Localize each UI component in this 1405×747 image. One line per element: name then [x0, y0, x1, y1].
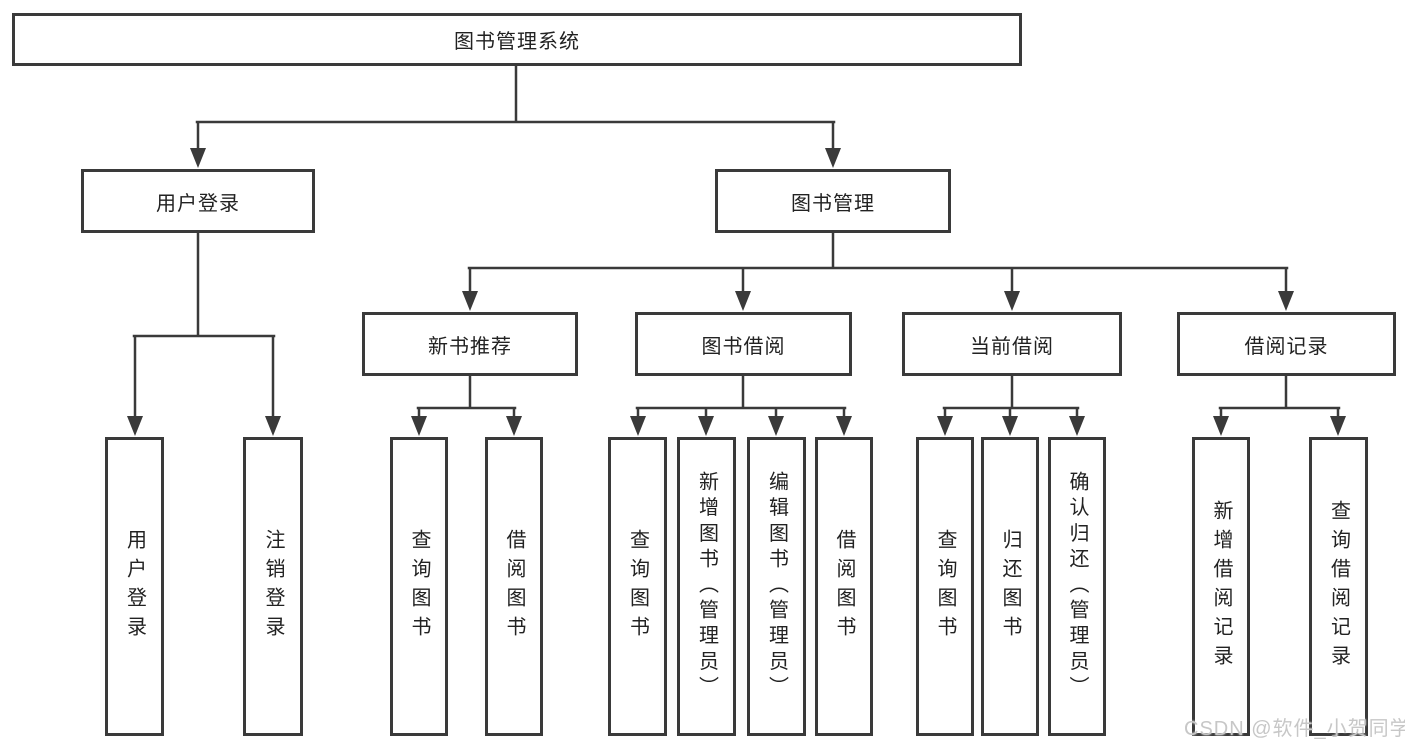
- leaf-borrow-edit-books-admin: 编辑图书（管理员）: [747, 437, 806, 736]
- leaf-label: 查询借阅记录: [1327, 499, 1350, 674]
- leaf-label: 查询图书: [408, 528, 430, 645]
- leaf-borrow-add-books-admin: 新增图书（管理员）: [677, 437, 736, 736]
- leaf-label: 新增借阅记录: [1210, 499, 1232, 674]
- node-new-book-recommend: 新书推荐: [362, 312, 578, 376]
- node-root-library-management-system: 图书管理系统: [12, 13, 1022, 66]
- leaf-label: 新增图书（管理员）: [695, 471, 718, 702]
- leaf-label: 用户登录: [123, 528, 146, 645]
- node-label: 新书推荐: [428, 335, 512, 358]
- leaf-borrow-query-books: 查询图书: [608, 437, 667, 736]
- leaf-label: 注销登录: [262, 528, 284, 645]
- node-label: 用户登录: [156, 192, 240, 215]
- leaf-label: 查询图书: [626, 528, 649, 645]
- leaf-current-return-books: 归还图书: [981, 437, 1039, 736]
- leaf-recommend-query-books: 查询图书: [390, 437, 448, 736]
- leaf-borrow-borrow-books: 借阅图书: [815, 437, 873, 736]
- arrowhead-icons: [127, 148, 1346, 436]
- node-book-borrow: 图书借阅: [635, 312, 852, 376]
- leaf-logout: 注销登录: [243, 437, 303, 736]
- leaf-label: 编辑图书（管理员）: [765, 471, 788, 702]
- leaf-label: 借阅图书: [503, 528, 525, 645]
- node-user-login: 用户登录: [81, 169, 315, 233]
- leaf-records-query-record: 查询借阅记录: [1309, 437, 1368, 736]
- leaf-label: 确认归还（管理员）: [1066, 471, 1088, 702]
- node-label: 借阅记录: [1244, 335, 1329, 358]
- leaf-label: 归还图书: [999, 528, 1021, 645]
- csdn-watermark: CSDN @软件_小贺同学: [1184, 718, 1405, 740]
- node-label: 图书管理: [791, 192, 875, 215]
- node-label: 当前借阅: [970, 335, 1054, 358]
- tree-edges: [132, 63, 1341, 420]
- node-borrow-records: 借阅记录: [1177, 312, 1396, 376]
- leaf-records-add-record: 新增借阅记录: [1192, 437, 1250, 736]
- node-current-borrow: 当前借阅: [902, 312, 1122, 376]
- leaf-user-login: 用户登录: [105, 437, 164, 736]
- node-book-management: 图书管理: [715, 169, 951, 233]
- leaf-recommend-borrow-books: 借阅图书: [485, 437, 543, 736]
- node-label: 图书管理系统: [454, 31, 580, 53]
- leaf-current-query-books: 查询图书: [916, 437, 974, 736]
- leaf-label: 查询图书: [934, 528, 956, 645]
- node-label: 图书借阅: [701, 335, 786, 358]
- leaf-label: 借阅图书: [833, 528, 855, 645]
- leaf-current-confirm-return-admin: 确认归还（管理员）: [1048, 437, 1106, 736]
